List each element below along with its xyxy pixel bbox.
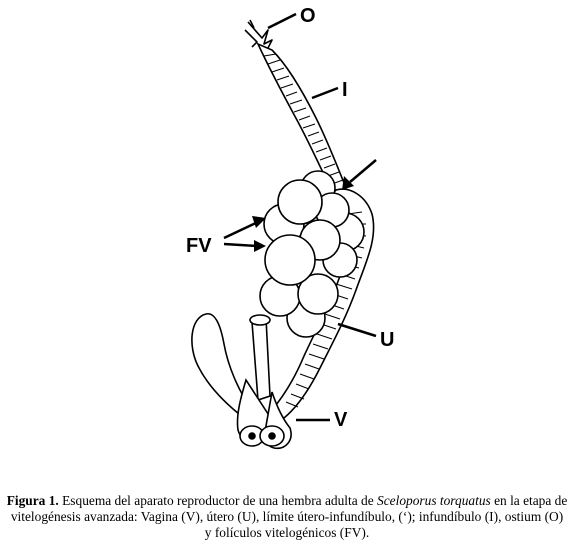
figure-caption: Figura 1. Esquema del aparato reproducto… xyxy=(6,493,568,541)
label-ostium: O xyxy=(300,5,316,27)
fv-arrow-upper-shaft xyxy=(223,220,259,240)
fv-arrow-lower-head xyxy=(254,240,266,252)
limit-arrow-head xyxy=(342,176,354,190)
uterus-leader xyxy=(337,322,377,338)
caption-species-name: Sceloporus torquatus xyxy=(377,493,491,508)
ostium-drawing xyxy=(244,19,273,53)
label-vagina: V xyxy=(334,409,348,431)
follicles-drawing xyxy=(259,170,365,338)
label-uterus: U xyxy=(380,329,394,351)
label-infundibulum: I xyxy=(342,79,348,101)
fv-arrow-upper-head xyxy=(252,216,266,228)
vagina-drawing xyxy=(191,313,292,450)
fv-arrow-lower-shaft xyxy=(223,242,259,248)
arrow-heads xyxy=(252,176,354,252)
infundibulum-drawing xyxy=(256,42,348,196)
leader-lines xyxy=(223,12,377,422)
caption-text-end: en la etapa de vitelogénesis avanzada: V… xyxy=(10,493,568,540)
infundibulum-leader xyxy=(311,86,339,100)
label-vitellogenic-follicles: FV xyxy=(186,235,212,257)
caption-text-start: Esquema del aparato reproductor de una h… xyxy=(58,493,378,508)
ostium-leader xyxy=(267,12,297,30)
figure-number: Figura 1. xyxy=(6,493,59,508)
reproductive-tract-diagram: O I FV U V xyxy=(186,5,394,450)
limit-arrow-shaft xyxy=(349,159,377,183)
